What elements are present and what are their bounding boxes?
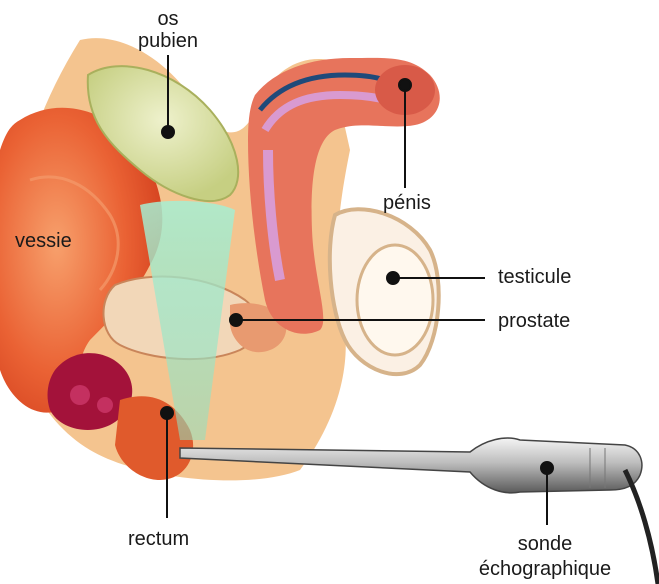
label-os-pubien: os pubien bbox=[128, 8, 208, 52]
label-sonde-echographique: sonde échographique bbox=[465, 532, 625, 582]
label-rectum: rectum bbox=[128, 528, 189, 550]
label-penis: pénis bbox=[383, 192, 431, 214]
label-testicule: testicule bbox=[498, 266, 571, 288]
testicle bbox=[330, 209, 439, 374]
label-vessie: vessie bbox=[15, 230, 72, 252]
label-prostate: prostate bbox=[498, 310, 570, 332]
